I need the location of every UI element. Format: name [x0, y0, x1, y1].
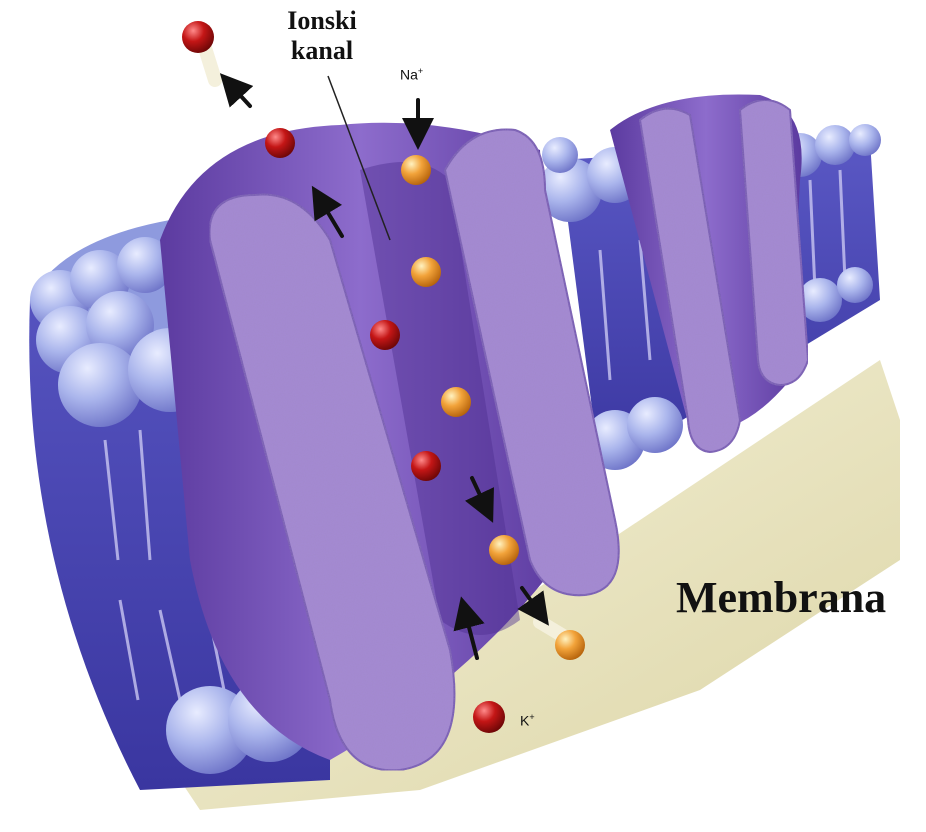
sodium-ion: [401, 155, 431, 185]
ion-channel-label-line2: kanal: [262, 36, 382, 66]
potassium-ion: [411, 451, 441, 481]
potassium-symbol: K: [520, 713, 529, 729]
sodium-ion: [411, 257, 441, 287]
sodium-charge: +: [418, 66, 423, 76]
potassium-ion: [370, 320, 400, 350]
sodium-ion: [489, 535, 519, 565]
ion-channel-label: Ionski kanal: [262, 6, 382, 66]
sodium-symbol: Na: [400, 67, 418, 83]
sodium-label: Na+: [400, 66, 423, 83]
ion-channel-label-line1: Ionski: [262, 6, 382, 36]
potassium-ion: [265, 128, 295, 158]
potassium-label: K+: [520, 712, 535, 729]
sodium-ion: [555, 630, 585, 660]
membrane-label: Membrana: [676, 572, 886, 624]
potassium-ion: [473, 701, 505, 733]
potassium-out-arrow: [228, 82, 250, 106]
potassium-ion-trail: [205, 48, 215, 80]
potassium-charge: +: [529, 712, 534, 722]
sodium-ion: [441, 387, 471, 417]
potassium-ion: [182, 21, 214, 53]
